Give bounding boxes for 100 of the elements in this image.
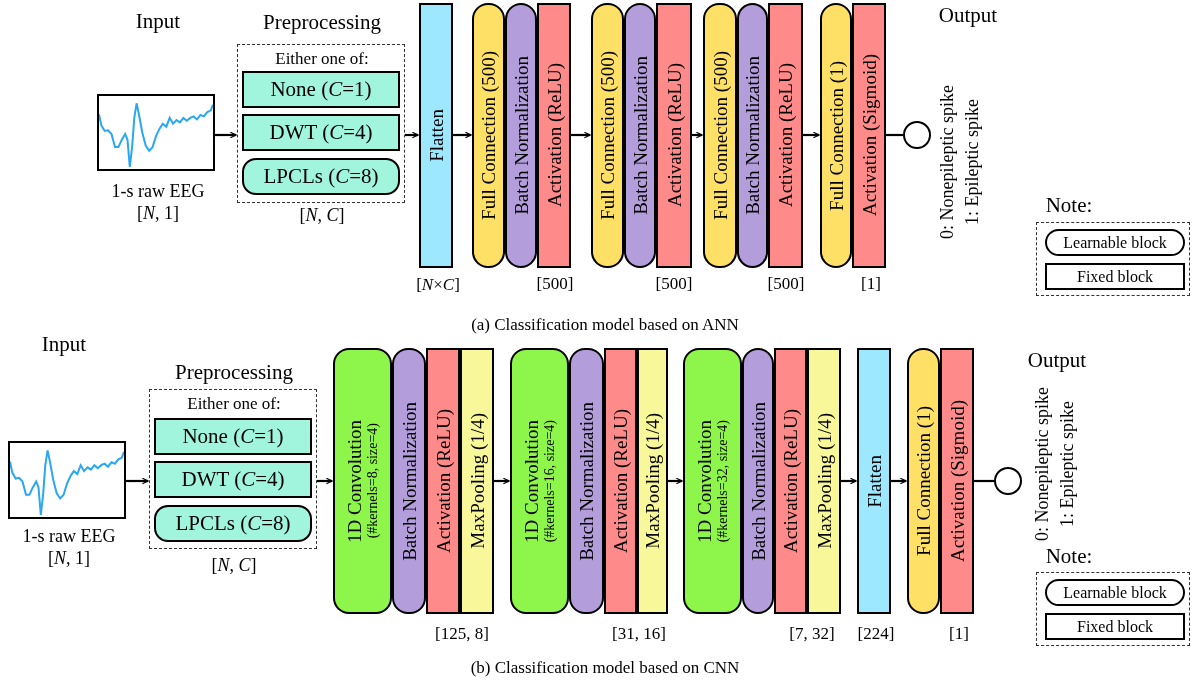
connector-line <box>974 479 994 483</box>
arrow <box>692 131 703 139</box>
layer-block <box>591 3 624 268</box>
shape-label: [125, 8] <box>435 624 489 644</box>
layer-name: Activation (ReLU) <box>776 63 795 208</box>
shape-label: [31, 16] <box>612 624 666 644</box>
group-note: Either one of: <box>275 49 369 69</box>
section-title: Preprocessing <box>263 11 381 35</box>
layer-name: Batch Normalization <box>511 56 531 215</box>
section-title: Input <box>41 333 87 357</box>
learnable-sample-box: Learnable block <box>1045 579 1185 606</box>
layer-name: Activation (Sigmoid) <box>947 400 967 562</box>
arrow <box>571 131 591 139</box>
layer-name: Activation (ReLU) <box>664 63 684 208</box>
shape-label: 1-s raw EEG <box>22 527 116 547</box>
arrow <box>841 477 857 485</box>
shape-label: [1] <box>861 274 881 294</box>
shape-label: [N, C] <box>211 556 257 576</box>
layer-name: Activation (Sigmoid) <box>859 54 879 217</box>
group-note: Either one of: <box>187 394 281 414</box>
layer-block <box>392 348 426 614</box>
option-box: DWT (C=4) <box>154 461 312 498</box>
layer-block <box>333 348 392 614</box>
figure-caption: (a) Classification model based on ANN <box>471 315 739 335</box>
layer-name: Batch Normalization <box>743 56 762 215</box>
layer-name: Batch Normalization <box>399 401 419 561</box>
arrow <box>891 477 907 485</box>
layer-parameters: (#kernels=16, size=4) <box>543 419 557 543</box>
section-title: Input <box>135 10 181 34</box>
arrow <box>215 131 237 139</box>
shape-label: [7, 32] <box>789 624 835 644</box>
layer-block <box>683 348 742 614</box>
layer-name: Full Connection (500) <box>598 51 617 220</box>
shape-label: [1] <box>949 624 969 644</box>
arrow <box>126 477 149 485</box>
layer-block <box>774 348 807 614</box>
layer-block <box>820 3 852 268</box>
layer-name: Full Connection (500) <box>479 51 498 220</box>
note-title: Note: <box>1045 194 1093 218</box>
layer-name: MaxPooling (1/4) <box>814 413 834 549</box>
figure-caption: (b) Classification model based on CNN <box>470 658 740 678</box>
layer-name: Activation (ReLU) <box>611 408 630 553</box>
layer-name: Flatten <box>426 109 446 162</box>
layer-name: 1D Convolution <box>695 419 714 543</box>
shape-label: [224] <box>857 624 895 644</box>
layer-block <box>907 348 940 614</box>
section-title: Output <box>938 2 998 28</box>
shape-label: [500] <box>767 274 805 294</box>
layer-name: Activation (ReLU) <box>544 63 564 208</box>
shape-label: 1-s raw EEG <box>111 182 205 202</box>
layer-name: Flatten <box>864 454 884 508</box>
output-class-label: 1: Epileptic spike <box>1058 401 1076 527</box>
layer-block <box>505 3 537 268</box>
layer-name: Full Connection (1) <box>914 406 933 556</box>
layer-name: Activation (ReLU) <box>433 408 453 553</box>
section-title: Output <box>1027 347 1087 373</box>
layer-name: Batch Normalization <box>748 401 768 561</box>
layer-parameters: (#kernels=32, size=4) <box>716 419 730 543</box>
layer-block <box>604 348 637 614</box>
layer-name: Activation (ReLU) <box>781 408 800 553</box>
layer-block <box>472 3 505 268</box>
option-box: None (C=1) <box>242 71 400 108</box>
option-box: None (C=1) <box>154 418 312 455</box>
arrow <box>317 477 333 485</box>
layer-name: 1D Convolution <box>345 419 364 543</box>
layer-block <box>569 348 604 614</box>
arrow <box>405 131 419 139</box>
learnable-sample-box: Learnable block <box>1045 229 1185 256</box>
arrow <box>494 477 510 485</box>
section-title: Preprocessing <box>175 361 293 385</box>
note-title: Note: <box>1045 545 1093 569</box>
layer-name: 1D Convolution <box>522 419 541 543</box>
arrow <box>668 477 683 485</box>
output-class-label: 0: Nonepileptic spike <box>1033 387 1051 541</box>
shape-label: [N, C] <box>299 206 345 226</box>
layer-name: Batch Normalization <box>630 56 650 215</box>
option-box: LPCLs (C=8) <box>154 505 312 542</box>
connector-line <box>886 133 903 137</box>
shape-label: [500] <box>655 274 693 294</box>
layer-block <box>737 3 768 268</box>
shape-label: [N, 1] <box>137 204 179 224</box>
output-class-label: 1: Epileptic spike <box>963 99 981 225</box>
option-box: LPCLs (C=8) <box>242 158 400 195</box>
shape-label: [N×C] <box>416 275 460 295</box>
layer-name: MaxPooling (1/4) <box>467 413 487 549</box>
arrow <box>453 131 472 139</box>
layer-block <box>703 3 737 268</box>
arrow <box>803 131 820 139</box>
shape-label: [500] <box>536 274 574 294</box>
fixed-sample-box: Fixed block <box>1045 263 1185 290</box>
layer-block <box>624 3 656 268</box>
layer-name: Full Connection (500) <box>710 51 730 220</box>
layer-parameters: (#kernels=8, size=4) <box>366 423 380 539</box>
fixed-sample-box: Fixed block <box>1045 613 1185 640</box>
layer-block <box>742 348 774 614</box>
output-class-label: 0: Nonepileptic spike <box>938 85 956 239</box>
layer-name: MaxPooling (1/4) <box>643 413 662 549</box>
layer-name: Batch Normalization <box>577 401 596 561</box>
layer-block <box>426 348 460 614</box>
layer-block <box>510 348 569 614</box>
